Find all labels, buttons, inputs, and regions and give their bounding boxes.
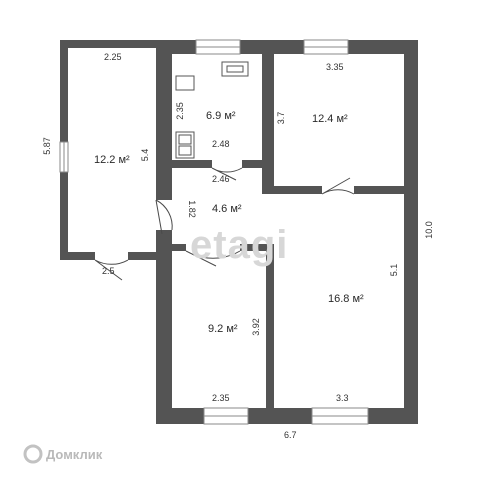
area-kitchen: 6.9 м² (206, 110, 236, 122)
dim-overall-right: 10.0 (424, 221, 434, 239)
wall-annex-bottom-b (128, 252, 172, 260)
brand-logo-icon (23, 444, 43, 464)
area-top-right: 12.4 м² (312, 113, 348, 125)
wall-annex-bottom-a (60, 252, 95, 260)
wall-main-left (156, 250, 172, 424)
dim-overall-bottom: 6.7 (284, 430, 297, 440)
area-hall: 4.6 м² (212, 203, 242, 215)
dim-bottom-right-bottom: 3.3 (336, 393, 349, 403)
dim-kitchen-bottom: 2.48 (212, 139, 230, 149)
dim-bottom-left-right: 3.92 (251, 318, 261, 336)
wall-bedroom-bottom-b (354, 186, 410, 194)
brand-logo: Домклик (23, 444, 103, 464)
wall-kitchen-bottom-a (172, 160, 212, 168)
door-bedroom (321, 177, 355, 195)
wall-rooms-divider (266, 244, 274, 412)
wall-annex-right (156, 40, 172, 200)
dim-hall-top: 2.46 (212, 174, 230, 184)
stove-icon (221, 61, 249, 77)
wall-main-right (404, 40, 418, 424)
wall-bedroom-bottom-a (262, 186, 322, 194)
door-bottom-left (185, 250, 241, 267)
wall-kitchen-right (262, 54, 274, 190)
wall-main-top (156, 40, 416, 54)
door-kitchen (211, 167, 243, 181)
dim-top-right-top: 3.35 (326, 62, 344, 72)
sink-icon (175, 131, 195, 159)
wall-main-bottom (156, 408, 418, 424)
dim-top-right-left: 3.7 (276, 112, 286, 125)
door-entrance (155, 199, 173, 235)
dim-bottom-right-left: 5.1 (389, 264, 399, 277)
area-bottom-right: 16.8 м² (328, 293, 364, 305)
dim-left-top: 2.25 (104, 52, 122, 62)
wall-hall-bottom-a (172, 244, 186, 251)
brand-text: Домклик (46, 447, 103, 462)
watermark: etagi (190, 223, 288, 267)
area-bottom-left: 9.2 м² (208, 323, 238, 335)
counter-icon (175, 75, 195, 91)
wall-annex-top (60, 40, 172, 48)
kitchen-fixtures (175, 61, 249, 159)
wall-hall-bottom-b (240, 244, 274, 251)
dim-left-right: 5.4 (140, 149, 150, 162)
door-annex (94, 259, 129, 281)
windows (59, 39, 369, 425)
dim-kitchen-side: 2.35 (175, 102, 185, 120)
dim-bottom-left-bottom: 2.35 (212, 393, 230, 403)
dim-hall-left: 1.82 (187, 200, 197, 218)
dim-left-bottom: 2.5 (102, 266, 115, 276)
doors (94, 167, 355, 281)
dim-left-left: 5.87 (42, 137, 52, 155)
wall-kitchen-bottom-b (242, 160, 274, 168)
area-left: 12.2 м² (94, 154, 130, 166)
